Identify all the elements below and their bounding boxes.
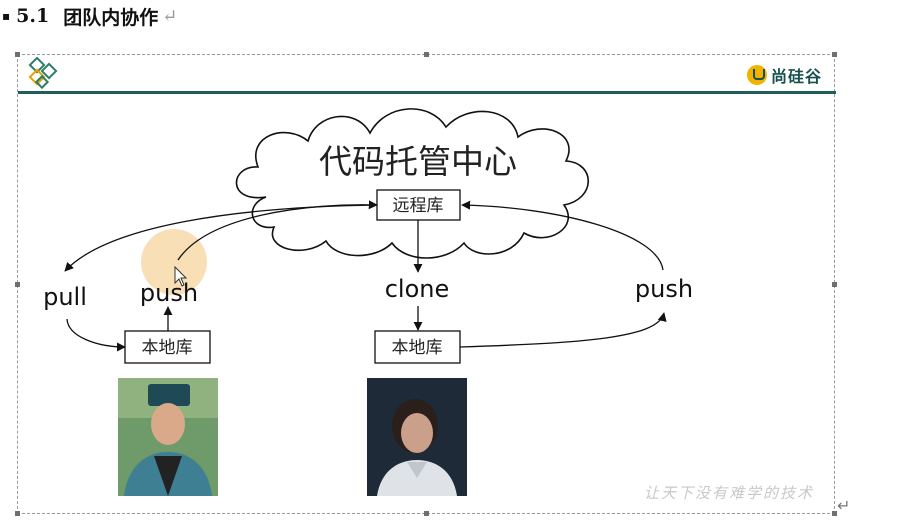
embedded-slide[interactable]: 尚硅谷 代码托管中心 远程库 本地库 本地库 pull p [15,52,837,516]
mouse-cursor-icon [174,265,188,287]
resize-handle-tl[interactable] [15,52,20,57]
resize-handle-bl[interactable] [15,511,20,516]
character-photo-left [118,378,218,496]
push-left-label: push [140,279,198,307]
cloud-title: 代码托管中心 [319,142,517,181]
resize-handle-tr[interactable] [832,52,837,57]
heading-title: 团队内协作 [63,6,159,29]
pull-arrow-bottom [66,318,126,352]
push-right-arrow-bottom [459,312,667,348]
clone-label: clone [385,275,450,303]
heading-bullet: ▪ [2,9,11,23]
resize-handle-bc[interactable] [424,511,429,516]
local-repo-right-box [374,330,461,364]
header-divider [18,91,836,94]
push-left-arrow-curve [177,200,378,261]
pull-label: pull [43,283,87,311]
paragraph-mark-icon: ↵ [837,496,851,515]
cloud-shape [235,108,590,259]
brand-name: 尚硅谷 [770,67,822,86]
resize-handle-br[interactable] [832,511,837,516]
local-repo-right-label: 本地库 [392,338,443,358]
brand-u-icon [746,65,767,85]
resize-handle-tc[interactable] [424,52,429,57]
section-heading: ▪ 5.1 团队内协作 ↵ [2,0,177,32]
character-photo-right [367,378,467,496]
resize-handle-ml[interactable] [15,282,20,287]
collaboration-diagram: 代码托管中心 远程库 本地库 本地库 pull push clone push [43,108,693,364]
heading-number: 5.1 [16,5,50,27]
remote-repo-label: 远程库 [393,196,444,216]
push-right-arrow-top [461,200,664,271]
slide-watermark: 让天下没有难学的技术 [643,484,814,502]
local-repo-left-box [124,330,211,364]
resize-handle-mr[interactable] [832,282,837,287]
local-repo-left-label: 本地库 [142,338,193,358]
brand-logo: 尚硅谷 [746,63,822,87]
diamond-logo-icon [28,57,58,90]
paragraph-mark-icon: ↵ [162,5,178,27]
push-right-label: push [635,275,693,303]
